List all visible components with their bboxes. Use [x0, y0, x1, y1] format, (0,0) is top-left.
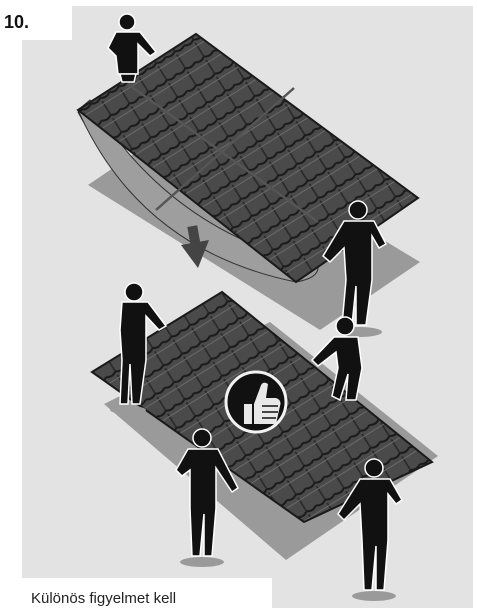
step-label-box: 10.: [0, 0, 72, 40]
caption-text: Különös figyelmet kell: [31, 590, 176, 607]
caption-box: Különös figyelmet kell: [22, 578, 272, 608]
thumbs-up-icon: [226, 372, 286, 432]
step-number: 10.: [4, 12, 29, 33]
